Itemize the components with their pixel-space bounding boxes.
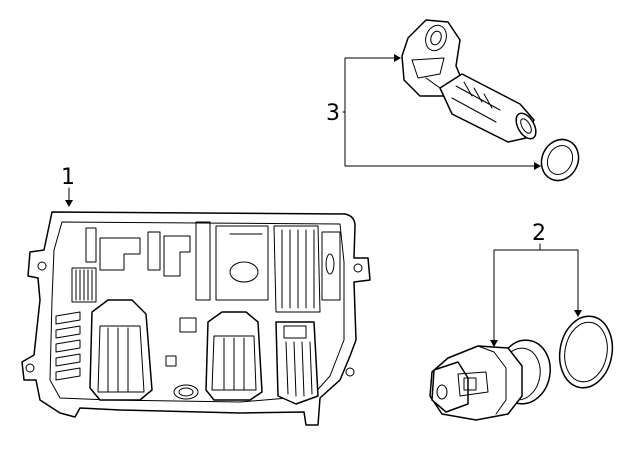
callout-3-leader-bottom bbox=[344, 111, 541, 170]
callout-3-label: 3 bbox=[326, 101, 340, 126]
plug-seal bbox=[558, 315, 614, 389]
speed-sensor bbox=[401, 19, 537, 143]
callout-2-leader-left bbox=[490, 243, 541, 347]
control-module bbox=[21, 211, 371, 426]
callout-3-leader-top bbox=[342, 54, 401, 113]
sensor-o-ring bbox=[540, 138, 580, 182]
callout-2-label: 2 bbox=[532, 221, 546, 246]
callout-2-leader-right bbox=[539, 249, 582, 317]
callout-1-label: 1 bbox=[61, 165, 75, 190]
plug-connector bbox=[429, 339, 551, 421]
